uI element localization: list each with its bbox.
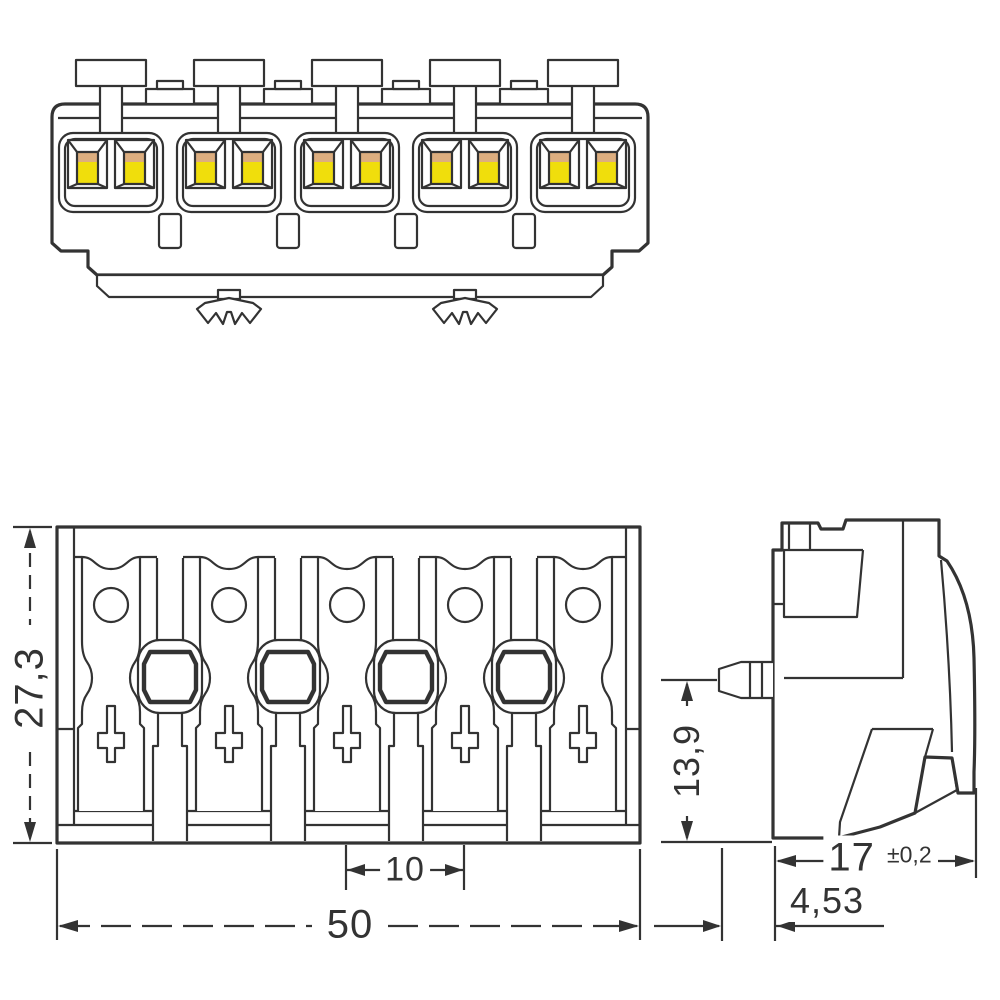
dimension-annotations xyxy=(13,525,978,941)
release-lever-inner xyxy=(939,559,954,753)
dim-side-depth-value: 17 xyxy=(828,835,875,880)
separator-2 xyxy=(256,558,320,841)
dim-front-width-label: 50 xyxy=(321,902,379,948)
front-view xyxy=(55,525,642,845)
dim-pole-pitch-label: 10 xyxy=(380,850,430,890)
pole-2 xyxy=(194,555,264,813)
pole-3 xyxy=(312,555,382,813)
internal-wall xyxy=(784,520,905,680)
bottom-flange xyxy=(95,273,605,299)
side-view xyxy=(717,518,977,840)
dim-side-depth-label: 17 ±0,2 xyxy=(823,835,937,881)
pole-3 xyxy=(293,58,401,214)
pole-1 xyxy=(57,58,165,214)
pole-4 xyxy=(430,555,500,813)
latch-step xyxy=(872,727,935,758)
dim-side-depth-tolerance: ±0,2 xyxy=(887,841,932,868)
nose-inner-lines xyxy=(748,662,764,698)
lower-diagonal xyxy=(837,728,874,839)
pole-4 xyxy=(411,58,519,214)
wire-entry-nose xyxy=(717,660,773,700)
button-cap-lines xyxy=(773,523,863,552)
button-cavity xyxy=(773,549,865,619)
pole-2 xyxy=(175,58,283,214)
front-outline xyxy=(55,525,642,845)
separator-4 xyxy=(492,558,556,841)
dim-front-height-label: 27,3 xyxy=(7,642,53,734)
separator-1 xyxy=(138,558,202,841)
latch-wedge xyxy=(914,757,959,814)
pole-1 xyxy=(76,555,146,813)
insert-side-walls xyxy=(57,527,640,825)
pole-5 xyxy=(548,555,618,813)
pole-5 xyxy=(529,58,637,214)
top-view xyxy=(50,58,650,326)
dim-side-height-label: 13,9 xyxy=(666,718,708,804)
separator-3 xyxy=(374,558,438,841)
dim-side-offset-label: 4,53 xyxy=(784,880,870,922)
